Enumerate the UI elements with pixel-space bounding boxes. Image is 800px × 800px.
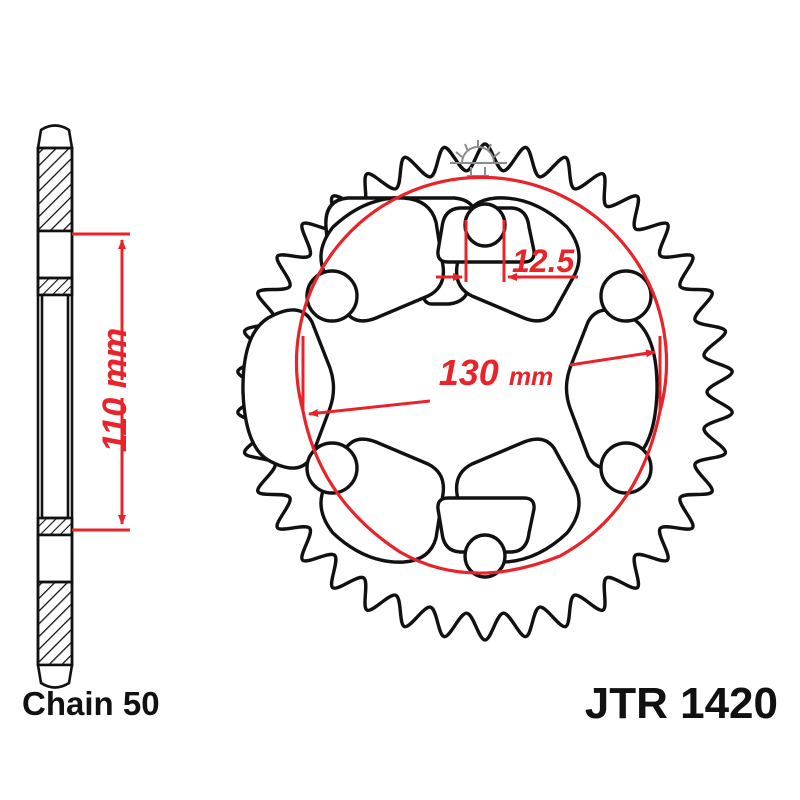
side-section-view (36, 124, 74, 689)
side-view-hatch-top (36, 146, 74, 233)
dim-125-label: 12.5 (512, 243, 575, 279)
chain-label: Chain 50 (22, 685, 160, 722)
bolt-boss-bottom-shape (436, 496, 536, 554)
dim-130-unit: mm (509, 363, 553, 391)
dim-130-label: 130 mm (439, 352, 554, 393)
bolt-boss-bottom (436, 496, 536, 579)
part-number-label: JTR 1420 (585, 679, 778, 728)
side-view-band-bottom (36, 533, 74, 584)
bolt-hole-top (463, 202, 507, 248)
side-view-thin-hatch-bottom (36, 516, 74, 537)
side-view-tip-top (36, 124, 74, 150)
bolt-hole-bottom (463, 533, 507, 579)
dim-130-leader-right (569, 349, 656, 367)
dimension-bolt-hole-12_5: 12.5 (436, 220, 578, 282)
bolt-hole-upper-left (305, 269, 359, 323)
bolt-hole-lower-right (599, 441, 653, 495)
side-view-band-top (36, 229, 74, 280)
sprocket-face-view: 130 mm 12.5 (236, 140, 734, 642)
cutout-left (241, 308, 336, 470)
bolt-circle-arc (294, 175, 669, 412)
side-view-web (40, 293, 70, 520)
dim-130-leader-left (308, 399, 431, 418)
side-view-hatch-bottom (36, 580, 74, 667)
dimension-bolt-circle-130mm: 130 mm (301, 336, 662, 418)
bolt-hole-lower-left (305, 441, 359, 495)
bolt-boss-top (436, 202, 536, 264)
dim-130-value: 130 (439, 352, 499, 393)
side-view-tip-bottom (36, 663, 74, 689)
dim-110-label: 110 mm (96, 328, 134, 452)
side-view-thin-hatch-top (36, 276, 74, 297)
bolt-circle-arc-lower (301, 410, 662, 575)
dimension-thickness-110mm: 110 mm (72, 232, 134, 532)
sunburst-icon (450, 140, 507, 177)
bolt-hole-upper-right (599, 269, 653, 323)
